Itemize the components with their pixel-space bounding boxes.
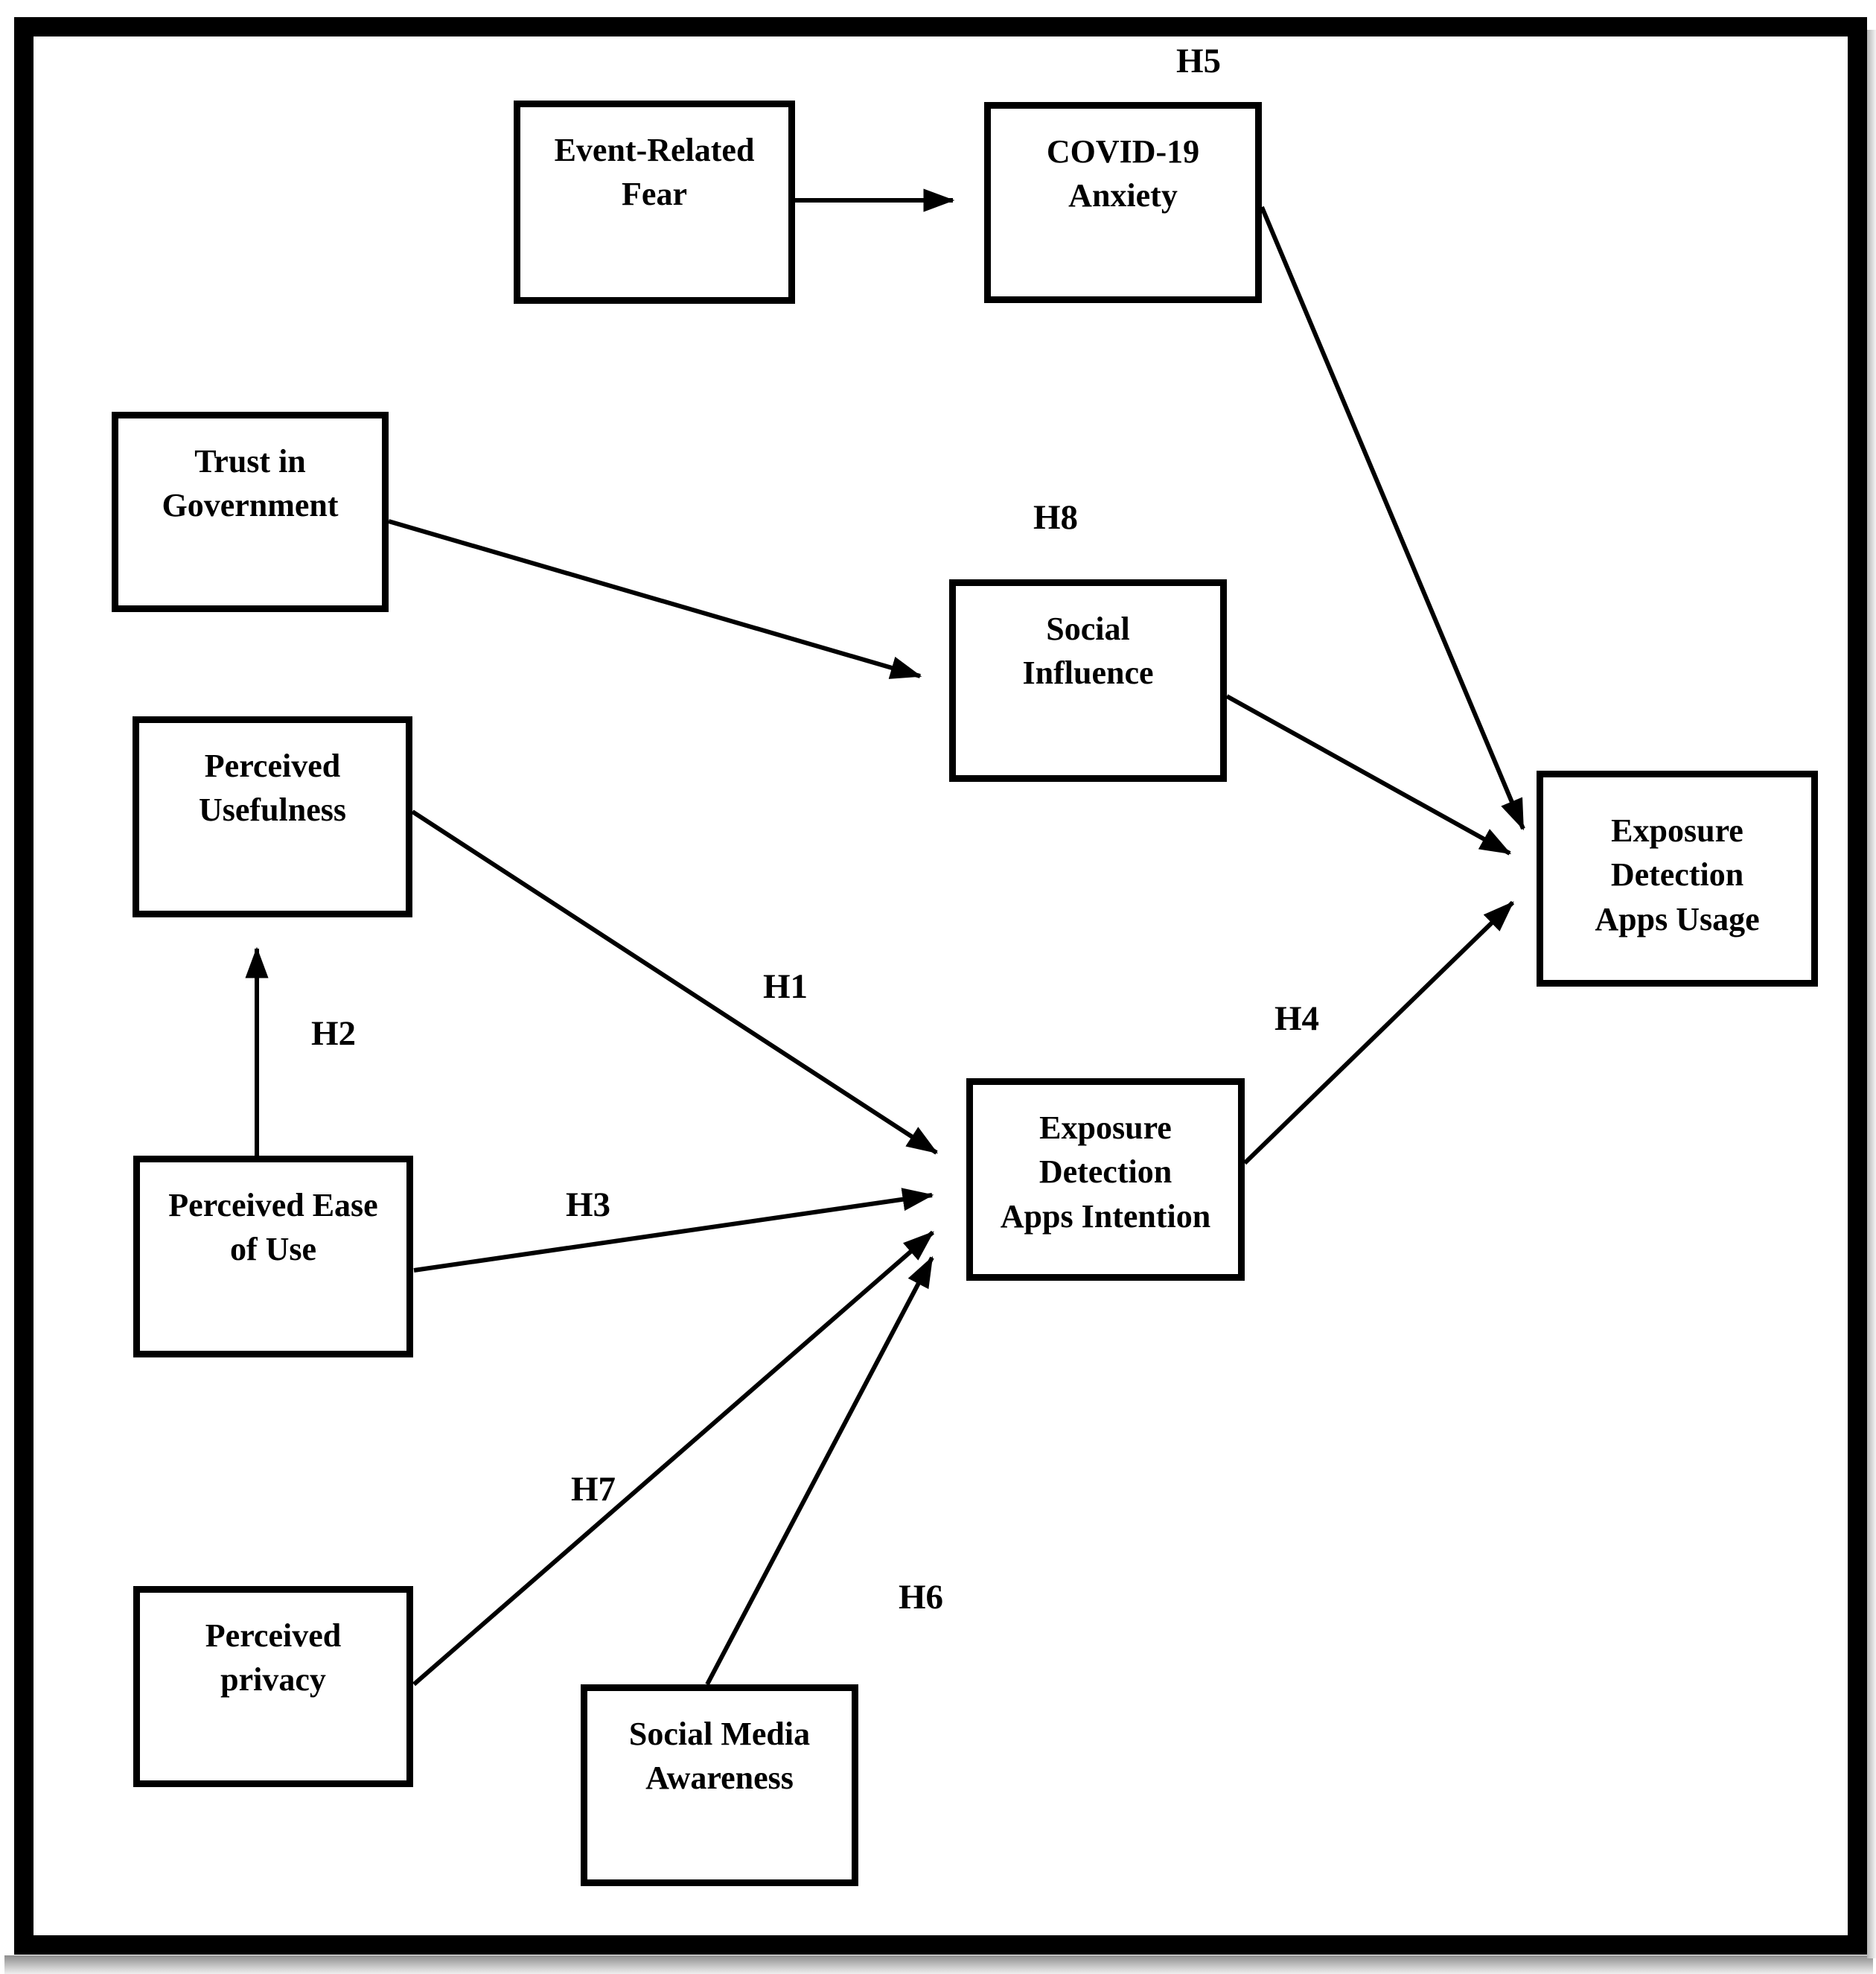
hypothesis-label-h7: H7: [570, 1470, 616, 1509]
hypothesis-label-h1: H1: [762, 967, 808, 1006]
arrow-h1-usefulness-to-intention: [411, 809, 939, 1155]
hypothesis-label-h3: H3: [565, 1185, 611, 1224]
frame-right-shadow: [1867, 30, 1876, 1958]
arrow-trust-to-social-influence: [388, 519, 922, 679]
arrow-h6-sma-to-intention: [705, 1255, 934, 1686]
arrow-h5-covid-anxiety-to-usage: [1260, 206, 1525, 831]
arrow-h8-social-influence-to-usage: [1225, 694, 1512, 856]
node-perceived-privacy: Perceived privacy: [133, 1586, 413, 1787]
node-social-influence: Social Influence: [949, 579, 1227, 782]
frame-bottom-shadow: [4, 1955, 1873, 1974]
arrow-h7-privacy-to-intention: [412, 1230, 934, 1687]
hypothesis-label-h4: H4: [1274, 999, 1320, 1038]
node-social-media-awareness: Social Media Awareness: [581, 1684, 858, 1886]
hypothesis-label-h2: H2: [310, 1014, 357, 1053]
arrow-h3-peou-to-intention: [413, 1188, 934, 1273]
node-trust-in-government: Trust in Government: [112, 412, 389, 612]
node-event-related-fear: Event-Related Fear: [514, 101, 795, 304]
figure-border-frame: [14, 17, 1867, 1955]
node-exposure-detection-apps-usage: Exposure Detection Apps Usage: [1537, 771, 1818, 987]
node-perceived-usefulness: Perceived Usefulness: [133, 716, 412, 917]
node-covid19-anxiety: COVID-19 Anxiety: [984, 102, 1262, 303]
hypothesis-label-h6: H6: [898, 1578, 944, 1617]
arrow-h4-intention-to-usage: [1242, 900, 1515, 1165]
node-exposure-detection-apps-intention: Exposure Detection Apps Intention: [966, 1078, 1245, 1281]
node-perceived-ease-of-use: Perceived Ease of Use: [133, 1156, 413, 1357]
hypothesis-label-h8: H8: [1033, 498, 1079, 537]
hypothesis-label-h5: H5: [1175, 42, 1222, 80]
